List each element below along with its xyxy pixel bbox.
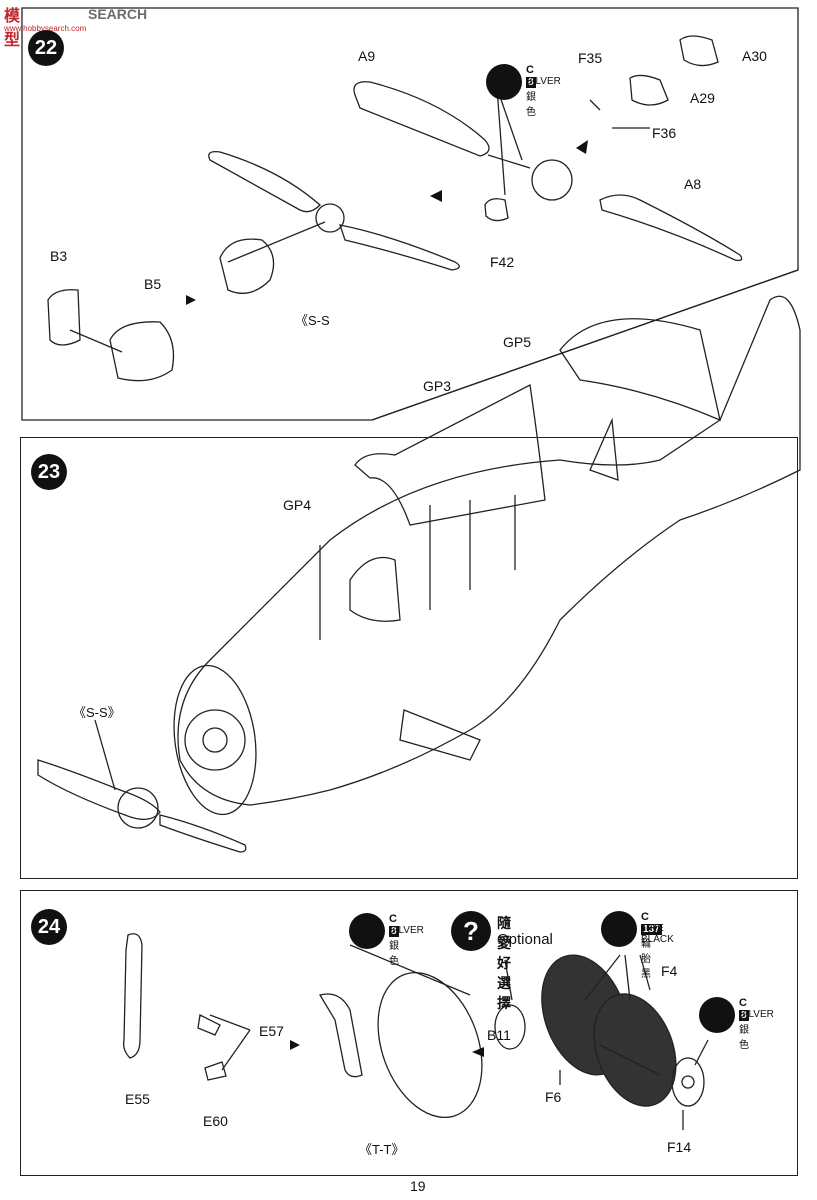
sub-assembly-ref: 《T-T》: [359, 1142, 405, 1157]
part-label-f6: F6: [545, 1089, 562, 1105]
sub-assembly-ref: 《S-S》: [73, 705, 121, 720]
step-23-panel: 23 GP5 GP3 GP4 《S-S》: [20, 334, 798, 879]
part-label-a9: A9: [358, 48, 376, 64]
part-label-gp5: GP5: [503, 334, 532, 350]
paint-name: TIRE BLACK: [641, 923, 674, 945]
part-label-e60: E60: [203, 1113, 228, 1129]
paint-name-cn: 輪胎黑: [641, 939, 651, 980]
part-label-a30: A30: [742, 48, 767, 64]
step-number: 23: [31, 454, 67, 490]
optional-label: Optional: [497, 931, 553, 948]
paint-code: C 8: [526, 64, 536, 88]
page-number: 19: [410, 1178, 426, 1194]
paint-code: C 137: [641, 911, 662, 935]
paint-name-cn: 銀色: [526, 92, 536, 118]
part-label-e55: E55: [125, 1091, 150, 1107]
watermark-text: SEARCH: [88, 6, 148, 22]
optional-label-cn: 隨愛好選擇: [497, 915, 511, 1011]
step-22-panel: 22 A9 A30 F35 A29 F36 A8 F42 B3 B5 《S-S …: [20, 8, 798, 423]
part-label-f36: F36: [652, 125, 677, 141]
sub-assembly-ref: 《S-S: [295, 313, 330, 328]
watermark-url: www.hobbysearch.com: [4, 24, 87, 33]
part-label-a29: A29: [690, 90, 715, 106]
part-label-gp3: GP3: [423, 378, 452, 394]
paint-brush-icon: [349, 913, 385, 949]
part-label-a8: A8: [684, 176, 702, 192]
part-label-b11: B11: [487, 1027, 511, 1043]
paint-brush-icon: [699, 997, 735, 1033]
part-label-f35: F35: [578, 50, 603, 66]
paint-code: C 8: [739, 997, 749, 1021]
part-label-b3: B3: [50, 248, 68, 264]
watermark-logo: 模型: [4, 8, 22, 49]
part-label-f42: F42: [490, 254, 515, 270]
paint-code: C 8: [389, 913, 399, 937]
paint-name: SILVER: [739, 1009, 774, 1020]
paint-brush-icon: [601, 911, 637, 947]
paint-name: SILVER: [389, 925, 424, 936]
part-label-e57: E57: [259, 1023, 284, 1039]
step-24-panel: 24 E57 E55 E60 B11 F4 F6 F14 《T-T》 C 8 S…: [20, 890, 798, 1176]
step-number: 22: [28, 30, 64, 66]
paint-name-cn: 銀色: [389, 941, 399, 967]
part-label-b5: B5: [144, 276, 162, 292]
paint-brush-icon: [486, 64, 522, 100]
question-mark-icon: ?: [451, 911, 491, 951]
step-number: 24: [31, 909, 67, 945]
part-label-f14: F14: [667, 1139, 692, 1155]
paint-name-cn: 銀色: [739, 1025, 749, 1051]
part-label-gp4: GP4: [283, 497, 312, 513]
part-label-f4: F4: [661, 963, 678, 979]
paint-name: SILVER: [526, 76, 561, 87]
